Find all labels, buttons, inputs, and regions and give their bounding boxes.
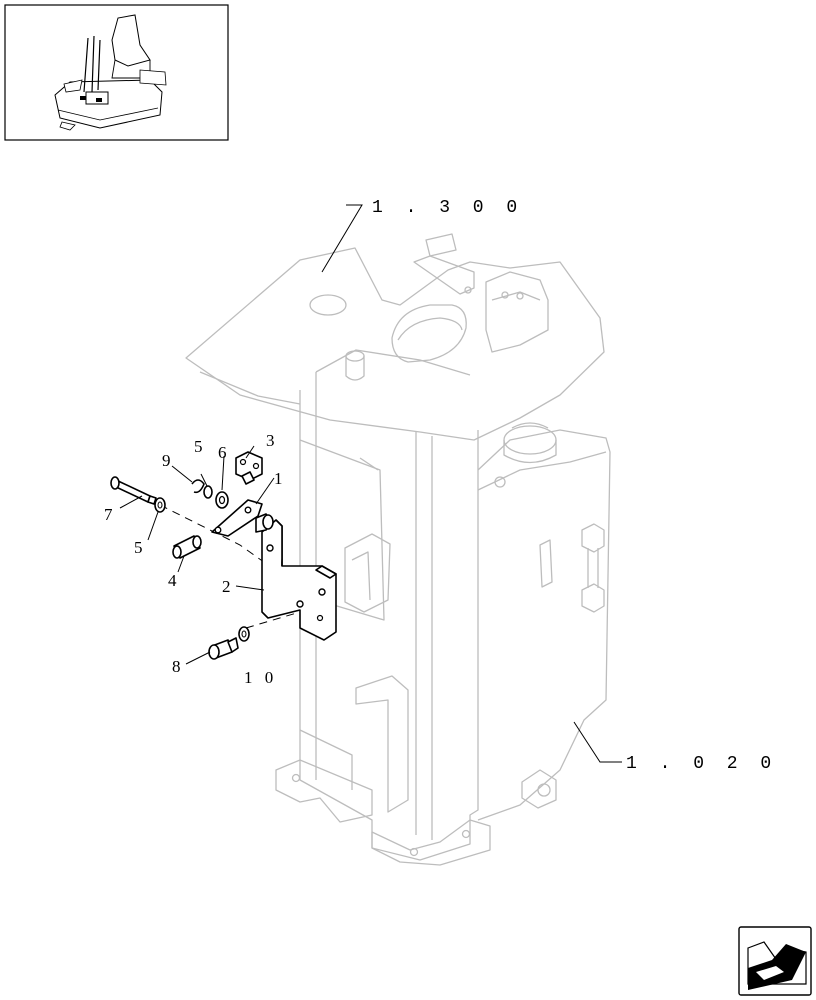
callout-5-upper: 5 <box>194 437 203 456</box>
ref-label-1020: 1 . 0 2 0 <box>626 754 777 774</box>
callout-7: 7 <box>104 505 113 524</box>
callout-9: 9 <box>162 451 171 470</box>
link-part-3 <box>235 451 263 485</box>
callout-10: 1 0 <box>244 668 277 687</box>
bracket-part-2 <box>261 519 337 641</box>
bolt-part-8 <box>208 637 239 660</box>
bushing-part-4 <box>172 535 202 559</box>
next-page-arrow-icon[interactable] <box>738 926 812 996</box>
callout-4: 4 <box>168 571 177 590</box>
callout-5-lower: 5 <box>134 538 143 557</box>
hydraulic-tank <box>477 422 611 821</box>
callout-1: 1 <box>274 469 283 488</box>
callout-3: 3 <box>266 431 275 450</box>
ref-label-1300: 1 . 3 0 0 <box>372 198 523 218</box>
callout-8: 8 <box>172 657 181 676</box>
clip-part-9 <box>191 479 205 494</box>
callout-2: 2 <box>222 577 231 596</box>
washer-part-5-upper <box>203 485 213 499</box>
callout-6: 6 <box>218 443 227 462</box>
assembly-line-upper <box>159 504 283 576</box>
console-housing <box>185 233 605 866</box>
pin-part-7 <box>110 476 157 505</box>
lever-part-1 <box>211 499 274 537</box>
machine-thumbnail-icon <box>4 4 229 141</box>
